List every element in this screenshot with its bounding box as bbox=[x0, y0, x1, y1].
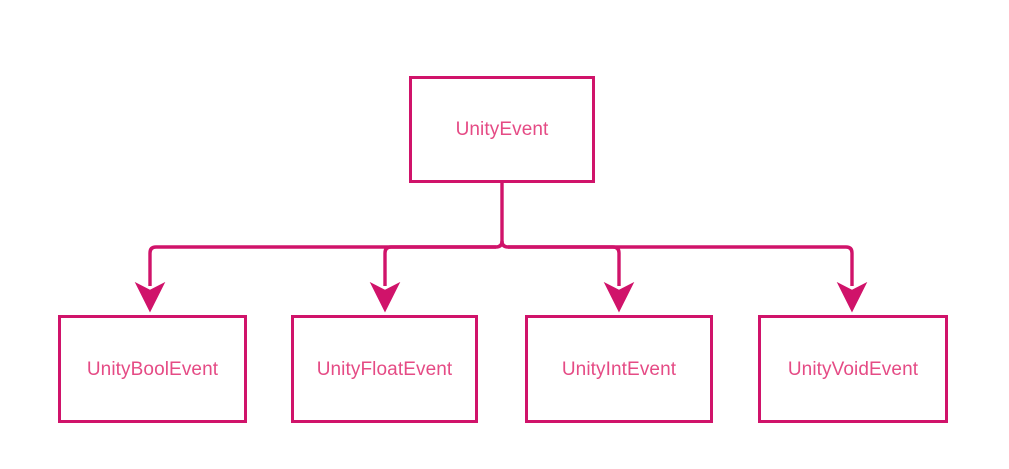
edge-stem bbox=[495, 183, 504, 249]
node-label: UnityFloatEvent bbox=[316, 358, 453, 380]
node-unity-float-event[interactable]: UnityFloatEvent bbox=[291, 315, 478, 423]
edge-to-void bbox=[508, 245, 868, 313]
edge-to-bool bbox=[134, 245, 496, 313]
edge-stem-right bbox=[500, 240, 509, 249]
node-unity-event[interactable]: UnityEvent bbox=[409, 76, 595, 183]
node-unity-void-event[interactable]: UnityVoidEvent bbox=[758, 315, 948, 423]
node-unity-int-event[interactable]: UnityIntEvent bbox=[525, 315, 713, 423]
edge-to-int bbox=[508, 245, 635, 313]
node-label: UnityIntEvent bbox=[561, 358, 677, 380]
node-label: UnityVoidEvent bbox=[787, 358, 919, 380]
node-unity-bool-event[interactable]: UnityBoolEvent bbox=[58, 315, 247, 423]
node-label: UnityEvent bbox=[455, 119, 549, 140]
node-label: UnityBoolEvent bbox=[86, 358, 219, 380]
edge-to-float bbox=[369, 245, 496, 313]
